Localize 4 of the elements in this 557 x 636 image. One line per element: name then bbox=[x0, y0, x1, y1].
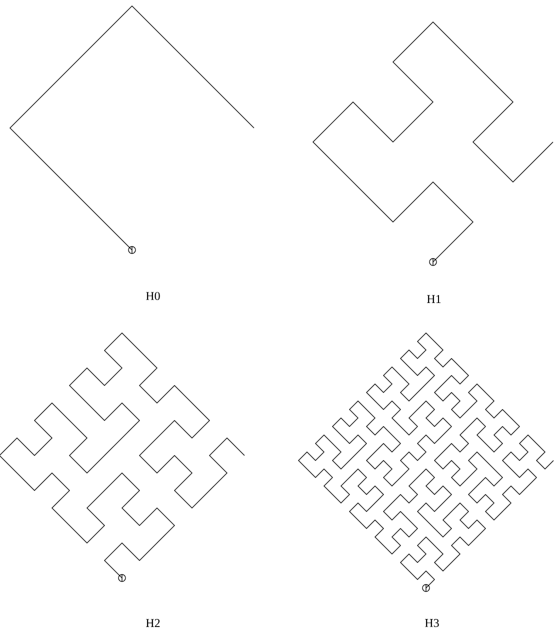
panel-label: H1 bbox=[427, 295, 441, 303]
panel-label: H2 bbox=[146, 619, 160, 627]
panel-label: H0 bbox=[146, 292, 160, 300]
panel-label: H3 bbox=[425, 618, 439, 628]
